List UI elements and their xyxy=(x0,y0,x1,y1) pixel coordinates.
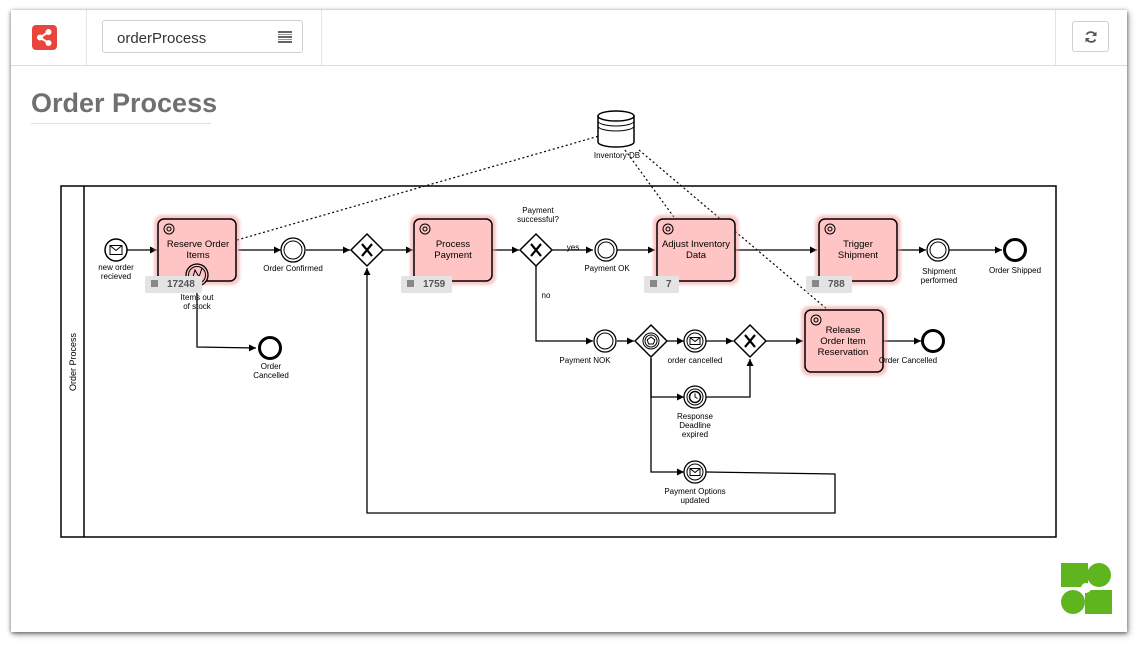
refresh-icon xyxy=(1085,31,1097,43)
cube-icon xyxy=(812,280,819,287)
event-payment-ok-label: Payment OK xyxy=(584,264,630,273)
association-inventory-db xyxy=(624,149,677,221)
bpmn-diagram: Order Process Inventory DB xyxy=(60,110,1057,538)
app-window: orderProcess Order Proc xyxy=(11,10,1127,632)
end-event-shipped-label: Order Shipped xyxy=(989,266,1041,275)
gear-icon xyxy=(662,223,674,235)
page-title: Order Process xyxy=(31,88,218,118)
puzzle-logo-icon xyxy=(1061,563,1112,614)
process-select[interactable]: orderProcess xyxy=(102,20,303,53)
gateway-yes-label: yes xyxy=(567,243,579,252)
count-badge-reserve: 17248 xyxy=(145,276,202,293)
event-order-cancelled-message[interactable] xyxy=(683,329,707,353)
event-payment-nok-label: Payment NOK xyxy=(559,356,611,365)
task-adjust-inventory-data[interactable] xyxy=(653,215,739,285)
cube-icon xyxy=(650,280,657,287)
flow-outofstock-cancelled xyxy=(196,289,257,352)
task-trigger-shipment[interactable] xyxy=(815,215,901,285)
gateway-no-label: no xyxy=(542,291,551,300)
flow-deadline-xor xyxy=(706,359,754,398)
flow-no-paymentnok xyxy=(535,266,593,345)
gear-icon xyxy=(419,223,431,235)
event-order-cancelled-msg-label: order cancelled xyxy=(668,356,723,365)
top-navbar: orderProcess xyxy=(11,10,1127,66)
count-badge-inventory: 7 xyxy=(644,276,679,293)
task-release-order-item-reservation[interactable] xyxy=(801,306,887,376)
gateway-merge-xor[interactable] xyxy=(732,323,768,359)
association-release-db xyxy=(638,149,829,311)
share-icon[interactable] xyxy=(32,25,57,50)
gateway-payment-successful[interactable] xyxy=(518,232,554,268)
event-order-confirmed[interactable] xyxy=(280,237,306,263)
event-response-deadline-timer[interactable] xyxy=(683,385,707,409)
title-underline xyxy=(31,123,211,124)
end-event-order-cancelled-2[interactable] xyxy=(921,329,945,353)
flow-options-loop xyxy=(363,268,836,514)
cube-icon xyxy=(407,280,414,287)
pool xyxy=(60,185,1057,538)
start-event-message[interactable] xyxy=(104,238,128,262)
count-badge-shipment: 788 xyxy=(806,276,852,293)
gateway-event-based[interactable] xyxy=(633,323,669,359)
process-selector-cell: orderProcess xyxy=(86,10,322,65)
pool-label: Order Process xyxy=(68,332,78,391)
event-payment-nok[interactable] xyxy=(593,329,617,353)
end-event-cancelled-2-label: Order Cancelled xyxy=(879,356,937,365)
gear-icon xyxy=(810,314,822,326)
task-reserve-order-items[interactable] xyxy=(154,215,240,285)
inventory-db-datastore[interactable] xyxy=(597,110,635,148)
end-event-order-shipped[interactable] xyxy=(1003,238,1027,262)
inventory-db-label: Inventory DB xyxy=(594,151,640,160)
process-select-value: orderProcess xyxy=(117,30,207,47)
refresh-cell xyxy=(1055,10,1127,65)
list-icon xyxy=(278,31,292,43)
count-badge-payment: 1759 xyxy=(401,276,453,293)
event-payment-ok[interactable] xyxy=(594,238,618,262)
end-event-order-cancelled-1[interactable] xyxy=(258,336,282,360)
event-payment-options-updated[interactable] xyxy=(683,460,707,484)
cube-icon xyxy=(151,280,158,287)
flow-eventgw-options xyxy=(650,358,684,476)
logo-cell xyxy=(11,10,87,65)
event-order-confirmed-label: Order Confirmed xyxy=(263,264,323,273)
gear-icon xyxy=(824,223,836,235)
gear-icon xyxy=(163,223,175,235)
task-process-payment[interactable] xyxy=(410,215,496,285)
event-shipment-performed[interactable] xyxy=(926,238,950,262)
refresh-button[interactable] xyxy=(1072,21,1109,52)
gateway-join-xor[interactable] xyxy=(349,232,385,268)
